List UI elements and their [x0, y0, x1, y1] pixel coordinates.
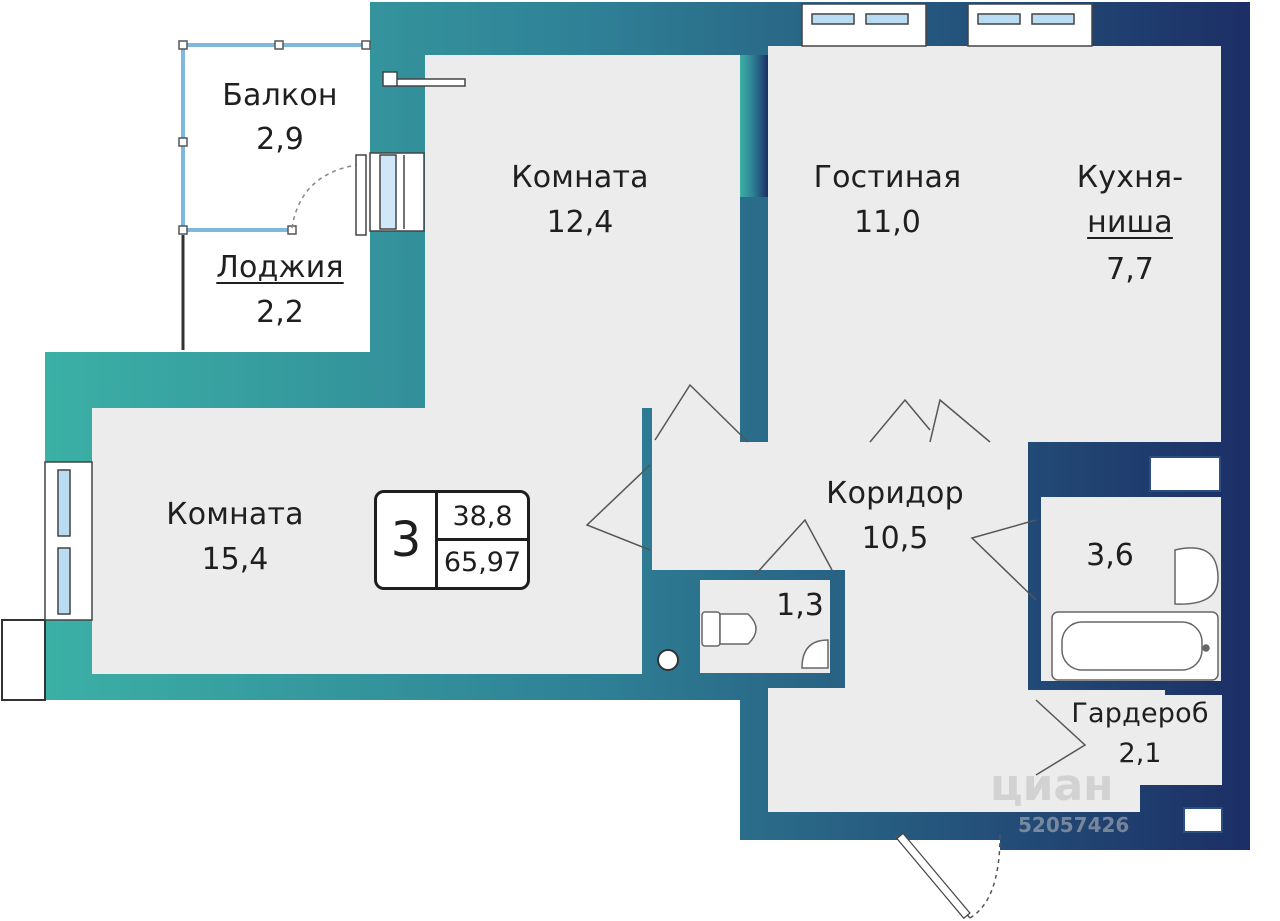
- window-left: [44, 461, 93, 621]
- room-area-kitchen: 7,7: [1106, 252, 1154, 287]
- room-count: 3: [390, 512, 422, 568]
- summary-badge: 3 38,8 65,97: [374, 490, 530, 590]
- room-name-kitchen-line1: Кухня-: [1076, 160, 1184, 195]
- badge-divider-vertical: [435, 493, 438, 587]
- room-area-bathroom: 3,6: [1086, 538, 1134, 573]
- room-area-wardrobe: 2,1: [1118, 738, 1162, 769]
- room-name-room-12-4: Комната: [511, 160, 649, 195]
- floor-living-kitchen: [768, 46, 1221, 442]
- room-area-wc: 1,3: [776, 588, 824, 623]
- room-name-wardrobe: Гардероб: [1071, 698, 1209, 729]
- watermark-listing-id: 52057426: [1018, 813, 1130, 837]
- room-name-room-15-4: Комната: [166, 497, 304, 532]
- room-area-balcony: 2,9: [256, 122, 304, 157]
- room-name-corridor: Коридор: [826, 476, 964, 511]
- balcony-zone: [178, 40, 466, 350]
- room-area-room-12-4: 12,4: [546, 205, 614, 240]
- living-area: 38,8: [452, 501, 513, 532]
- windows-top: [801, 3, 1093, 47]
- door-leaves: [896, 832, 971, 920]
- floor-room-12-4: [425, 55, 740, 408]
- floor-wardrobe: [1036, 695, 1222, 785]
- wc-fixtures: [657, 611, 829, 671]
- floor-room-15-4: [92, 408, 642, 674]
- floor-corridor: [425, 408, 1165, 812]
- room-area-living: 11,0: [854, 205, 921, 240]
- total-area: 65,97: [443, 547, 522, 578]
- room-area-corridor: 10,5: [861, 521, 929, 556]
- wall-divider-living: [740, 55, 768, 197]
- badge-divider-horizontal: [438, 538, 527, 541]
- doors: [585, 383, 1087, 919]
- room-area-room-15-4: 15,4: [201, 542, 269, 577]
- room-area-loggia: 2,2: [256, 295, 304, 330]
- room-name-kitchen-line2: ниша: [1087, 205, 1173, 240]
- room-name-loggia: Лоджия: [216, 250, 344, 285]
- room-name-living: Гостиная: [813, 160, 962, 195]
- shafts: [1, 456, 1223, 833]
- bath-fixtures: [1051, 547, 1219, 681]
- room-name-balcony: Балкон: [222, 78, 338, 113]
- watermark-brand: циан: [990, 760, 1114, 811]
